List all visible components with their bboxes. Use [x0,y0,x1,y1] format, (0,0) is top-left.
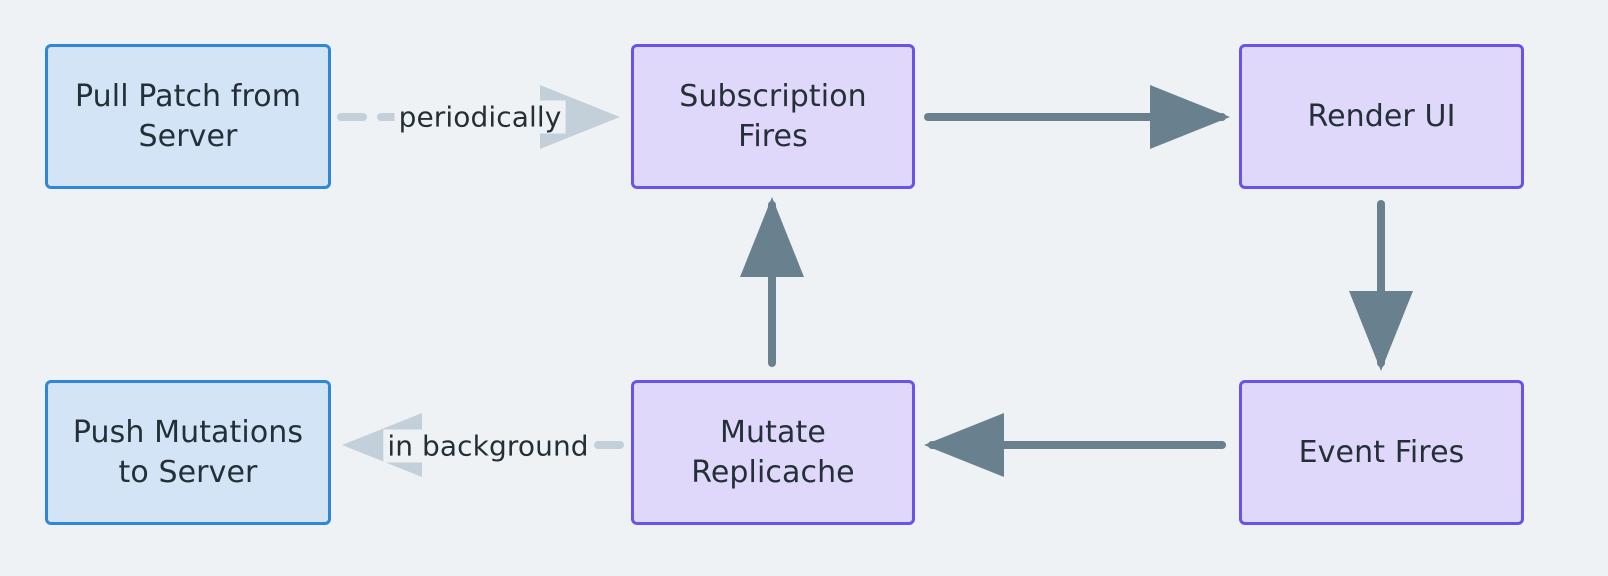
node-label: Subscription Fires [679,78,867,154]
node-label: Render UI [1307,98,1456,134]
node-mutate-replicache[interactable]: Mutate Replicache [631,380,915,525]
node-push-mutations-to-server[interactable]: Push Mutations to Server [45,380,331,525]
node-event-fires[interactable]: Event Fires [1239,380,1524,525]
node-render-ui[interactable]: Render UI [1239,44,1524,189]
node-label: Pull Patch from Server [74,78,302,154]
node-pull-patch-from-server[interactable]: Pull Patch from Server [45,44,331,189]
node-label: Event Fires [1298,434,1465,470]
edge-label-periodically: periodically [394,100,566,134]
node-subscription-fires[interactable]: Subscription Fires [631,44,915,189]
edge-label-in-background: in background [383,429,593,463]
node-label: Push Mutations to Server [72,414,304,490]
node-label: Mutate Replicache [691,414,855,490]
